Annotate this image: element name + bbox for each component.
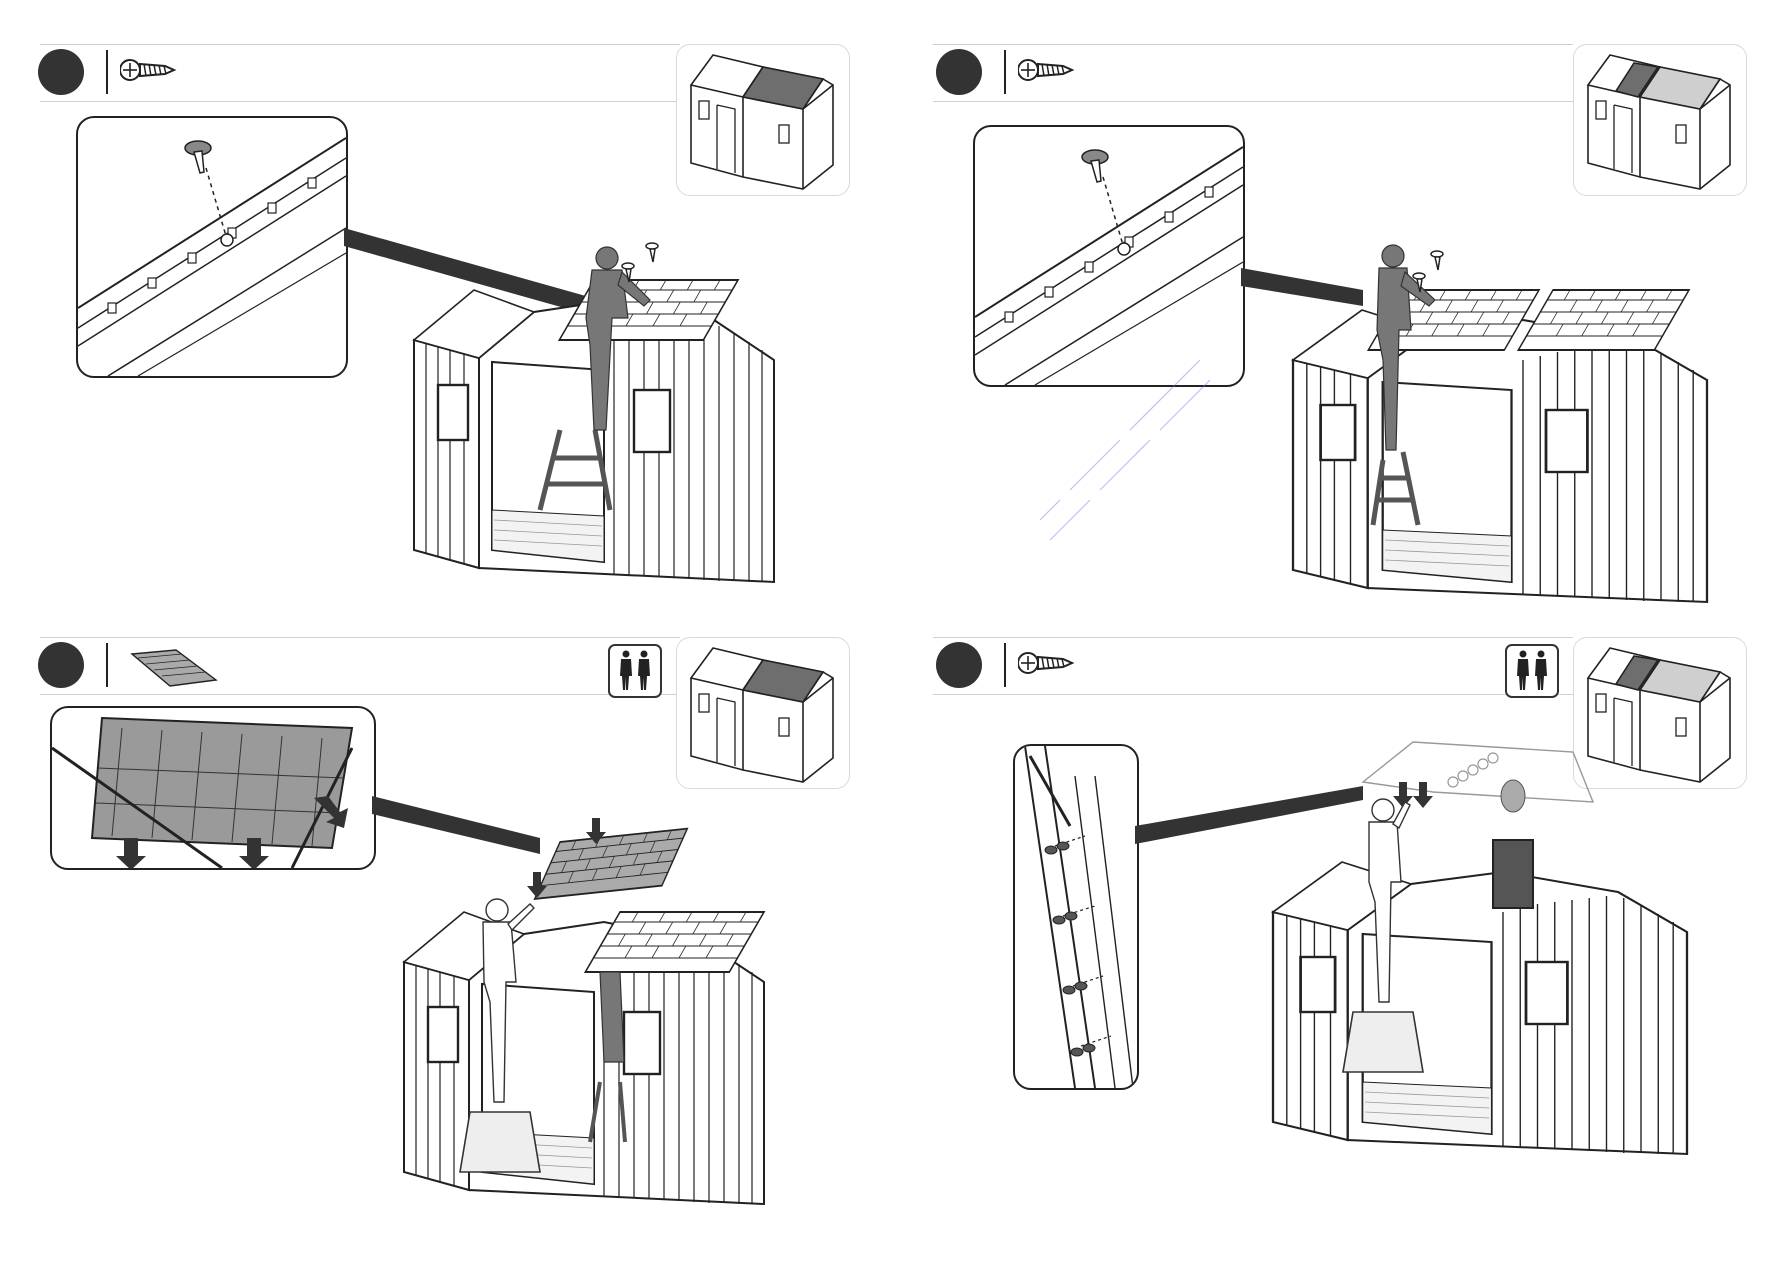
watermark [0,0,1786,1263]
